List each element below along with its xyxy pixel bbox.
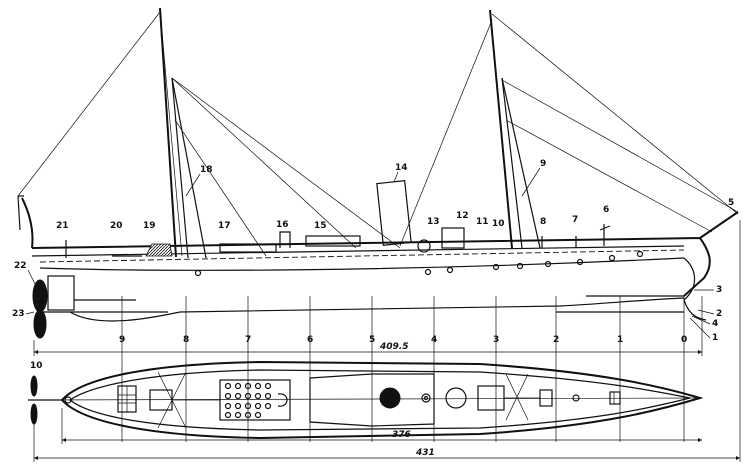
conning-12 — [441, 227, 465, 249]
callout-16: 16 — [276, 220, 289, 230]
frame-number-3: 3 — [493, 335, 499, 345]
callout-6: 6 — [603, 205, 609, 215]
callout-leaders — [25, 167, 739, 339]
frame-number-9: 9 — [119, 335, 125, 345]
callout-21: 21 — [56, 221, 69, 231]
dimension-waterline-label: 409.5 — [379, 342, 408, 352]
callout-7: 7 — [572, 215, 578, 225]
plan-conning — [445, 387, 467, 409]
frame-number-2: 2 — [553, 335, 559, 345]
plan-funnel — [379, 387, 401, 409]
callout-23: 23 — [12, 309, 25, 319]
callout-8: 8 — [540, 217, 546, 227]
callout-22: 22 — [14, 261, 27, 271]
hatch-19 — [145, 243, 173, 257]
callout-14: 14 — [395, 163, 408, 173]
dimension-overall: 4 3 1 — [33, 220, 741, 462]
callout-3: 3 — [716, 285, 722, 295]
dimension-deck: 376 — [61, 408, 702, 444]
stern-propeller — [28, 375, 62, 425]
frame-number-1: 1 — [617, 335, 623, 345]
funnel — [376, 180, 412, 246]
callout-5: 5 — [728, 198, 734, 208]
ventilator-16 — [279, 231, 291, 248]
callout-20: 20 — [110, 221, 123, 231]
callout-9: 9 — [540, 159, 546, 169]
frame-number-7: 7 — [245, 335, 251, 345]
dimension-deck-label: 376 — [392, 430, 411, 440]
dimension-overall-label: 431 — [415, 448, 435, 458]
hull-profile — [17, 195, 739, 321]
callout-2: 2 — [716, 309, 722, 319]
callout-18: 18 — [200, 165, 213, 175]
plan-fore-mast-step — [477, 385, 505, 411]
callout-12: 12 — [456, 211, 469, 221]
deck-fittings — [65, 180, 611, 258]
main-mast — [159, 7, 207, 259]
frame-number-5: 5 — [369, 335, 375, 345]
plan-view — [28, 360, 704, 440]
frame-number-8: 8 — [183, 335, 189, 345]
keel-lines — [69, 295, 685, 322]
rigging — [17, 9, 739, 257]
deckhouse-17 — [219, 243, 277, 253]
skylight-15 — [305, 235, 361, 247]
callout-10-plan: 10 — [30, 361, 43, 371]
callout-1: 1 — [712, 333, 718, 343]
plan-deckhouse-7 — [219, 379, 291, 421]
callout-4: 4 — [712, 319, 718, 329]
callout-13: 13 — [427, 217, 440, 227]
callout-17: 17 — [218, 221, 231, 231]
frame-number-6: 6 — [307, 335, 313, 345]
side-callouts: 5 6 7 8 9 10 11 12 13 14 15 16 17 18 19 … — [12, 159, 734, 343]
callout-15: 15 — [314, 221, 327, 231]
fore-mast — [489, 9, 541, 249]
propeller-22 — [32, 275, 168, 339]
lifebuoy-13 — [417, 239, 431, 253]
frame-number-4: 4 — [431, 335, 437, 345]
dimension-waterline: 409.5 — [33, 296, 703, 356]
side-elevation: 5 6 7 8 9 10 11 12 13 14 15 16 17 18 19 … — [12, 7, 739, 343]
portholes — [194, 250, 644, 277]
callout-10: 10 — [492, 219, 505, 229]
callout-11: 11 — [476, 217, 489, 227]
frame-number-0: 0 — [681, 335, 687, 345]
plan-deckhouse-grid — [224, 382, 272, 419]
callout-19: 19 — [143, 221, 156, 231]
